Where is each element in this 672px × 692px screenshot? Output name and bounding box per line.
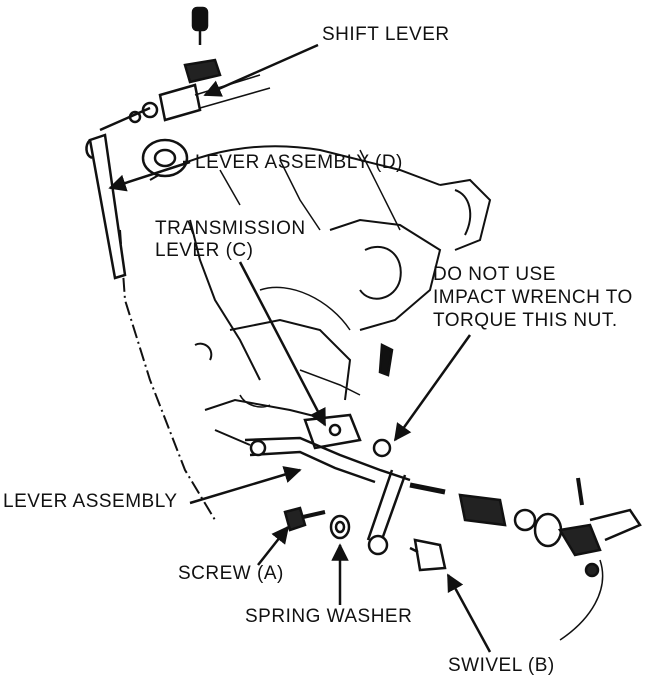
- label-warning-line1: DO NOT USE: [433, 264, 556, 285]
- label-lever-assembly-d: LEVER ASSEMBLY (D): [195, 152, 403, 173]
- leader-swivel-b: [446, 573, 492, 653]
- label-shift-lever: SHIFT LEVER: [322, 24, 450, 45]
- label-transmission-lever-c-line1: TRANSMISSION: [155, 218, 306, 239]
- label-screw-a: SCREW (A): [178, 563, 284, 584]
- small-parts: [283, 506, 447, 572]
- label-warning-line3: TORQUE THIS NUT.: [433, 310, 618, 331]
- leader-transmission-lever-c: [238, 261, 327, 427]
- label-lever-assembly: LEVER ASSEMBLY: [3, 491, 178, 512]
- leader-screw-a: [257, 525, 290, 566]
- label-swivel-b: SWIVEL (B): [448, 655, 555, 676]
- label-warning-line2: IMPACT WRENCH TO: [433, 287, 633, 308]
- lever-assembly-rod: [244, 436, 642, 641]
- shift-lever-rod: [85, 6, 271, 280]
- leader-lever-assembly: [189, 466, 302, 505]
- label-transmission-lever-c-line2: LEVER (C): [155, 240, 254, 261]
- label-spring-washer: SPRING WASHER: [245, 606, 413, 627]
- leader-lines: [108, 43, 492, 653]
- leader-lever-assembly-d-a: [108, 160, 191, 192]
- transmission-housing: [119, 145, 492, 521]
- transmission-lever-c: [303, 343, 394, 458]
- leader-warning: [393, 334, 472, 442]
- leader-shift-lever: [203, 43, 319, 97]
